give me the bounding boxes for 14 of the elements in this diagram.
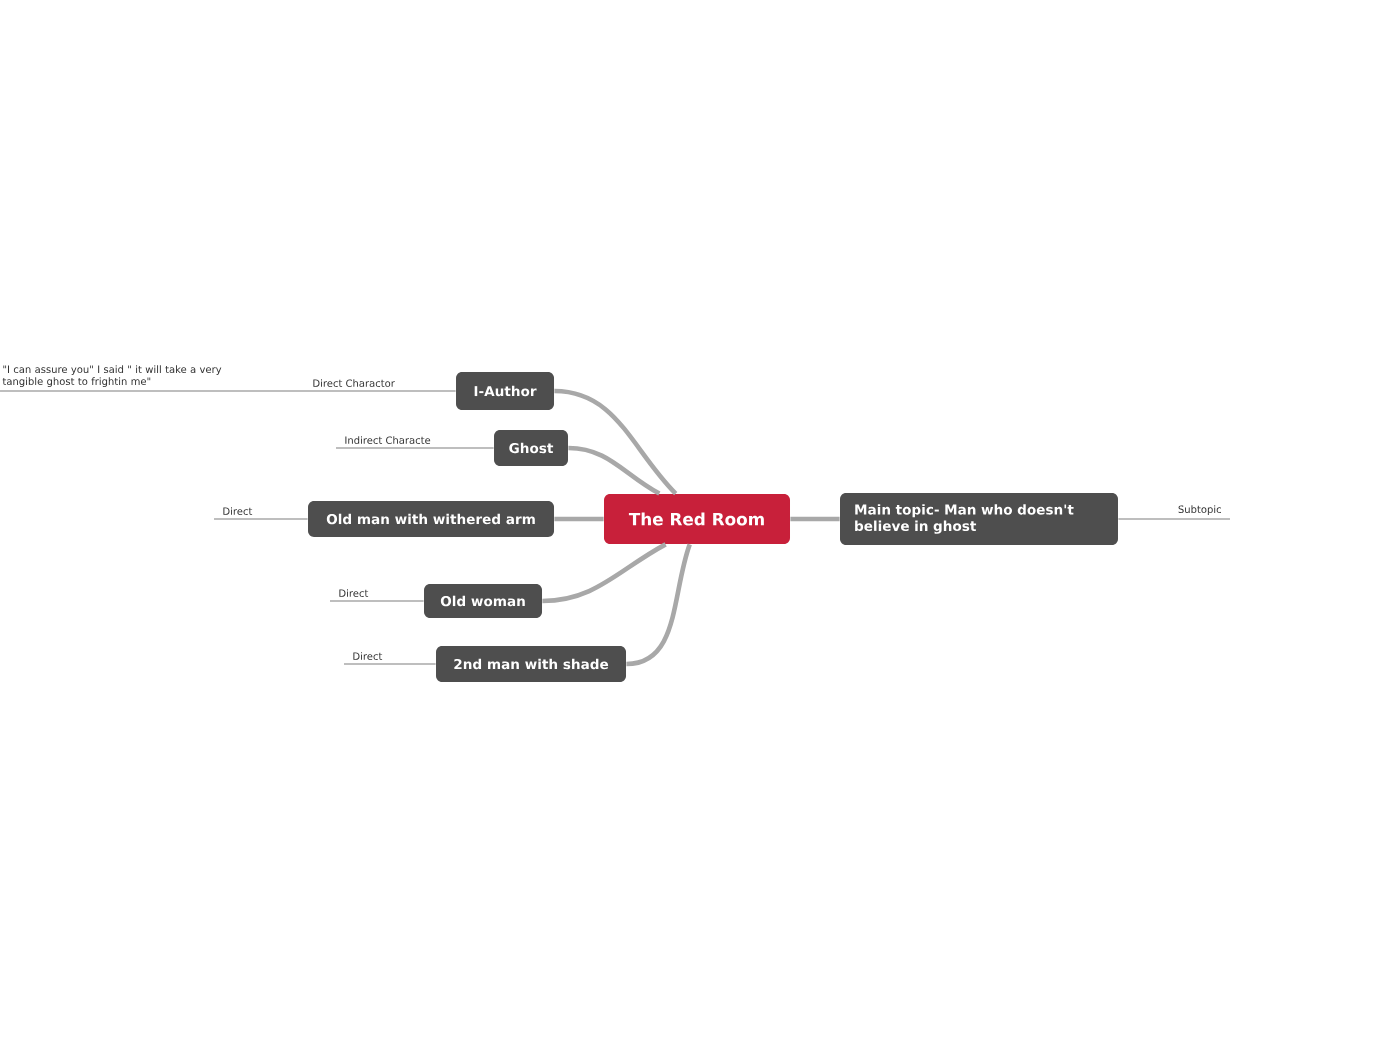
- branch-line: [542, 542, 667, 604]
- branch-line: [568, 445, 661, 496]
- branch-line: [626, 543, 692, 667]
- connector-line: [329, 600, 425, 602]
- branch-line: [554, 516, 604, 522]
- connector-line: [0, 390, 305, 392]
- connector-line: [1117, 518, 1231, 520]
- branch-line: [554, 388, 678, 496]
- connector-line: [213, 518, 309, 520]
- connector-line: [343, 663, 437, 665]
- connector-line: [303, 390, 457, 392]
- connector-line: [335, 447, 495, 449]
- branch-line: [790, 516, 840, 522]
- central-topic-box: The Red Room: [604, 494, 790, 544]
